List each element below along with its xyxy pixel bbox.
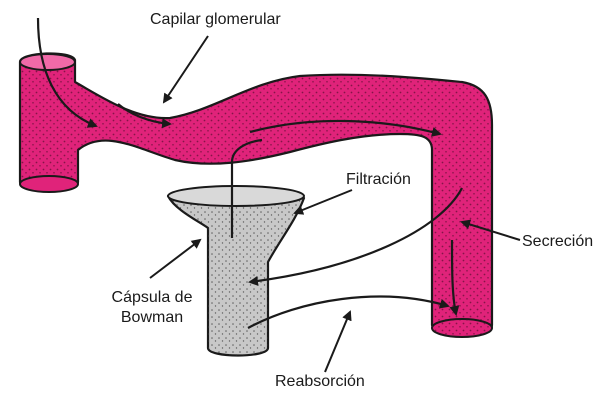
reabsorption-label: Reabsorción <box>275 372 365 392</box>
capillary-label: Capilar glomerular <box>150 10 281 30</box>
secretion-label: Secreción <box>522 232 593 252</box>
capsule-label: Cápsula de Bowman <box>92 288 212 328</box>
reabsorption-label-pointer <box>325 312 350 372</box>
reabsorption-flow-arrow <box>248 297 448 328</box>
bowman-capsule <box>168 186 304 356</box>
capsule-label-line1: Cápsula de <box>92 288 212 308</box>
capsule-label-line2: Bowman <box>92 308 212 328</box>
capillary-label-pointer <box>164 36 208 102</box>
filtration-label: Filtración <box>346 170 411 190</box>
capsule-label-pointer <box>150 240 200 278</box>
